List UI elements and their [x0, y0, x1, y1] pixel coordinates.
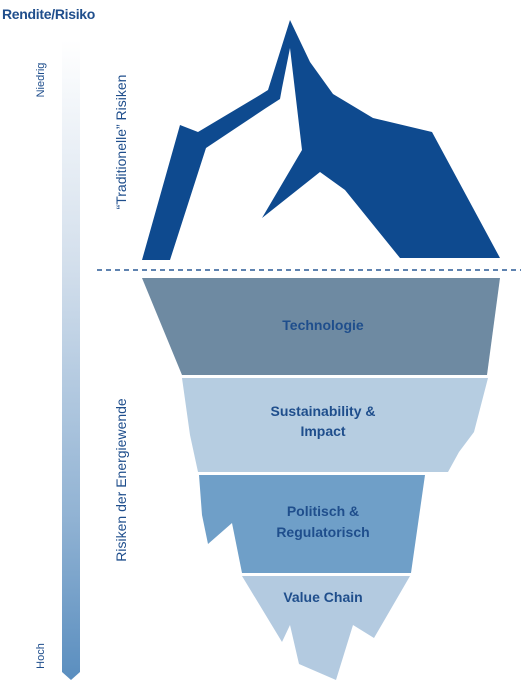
- upper-section-label: “Traditionelle” Risiken: [113, 75, 129, 210]
- layer-politisch-label-1: Politisch &: [287, 503, 359, 519]
- layer-politisch-label-2: Regulatorisch: [276, 524, 369, 540]
- layer-sustainability-label-2: Impact: [300, 423, 345, 439]
- layer-value-chain-label: Value Chain: [283, 589, 362, 605]
- iceberg-tip-shape: [142, 20, 500, 260]
- layer-sustainability: [182, 378, 488, 472]
- layer-technologie: [142, 278, 500, 375]
- scale-top-label: Niedrig: [35, 63, 47, 98]
- layer-value-chain: [242, 576, 410, 680]
- lower-section-label: Risiken der Energiewende: [113, 398, 129, 562]
- risk-scale-arrow: [62, 40, 80, 680]
- layer-politisch: [199, 475, 425, 573]
- layer-sustainability-label-1: Sustainability &: [270, 403, 375, 419]
- iceberg-tip: [142, 20, 500, 260]
- scale-bottom-label: Hoch: [35, 643, 47, 669]
- chart-title: Rendite/Risiko: [2, 6, 96, 22]
- layer-technologie-label: Technologie: [282, 317, 364, 333]
